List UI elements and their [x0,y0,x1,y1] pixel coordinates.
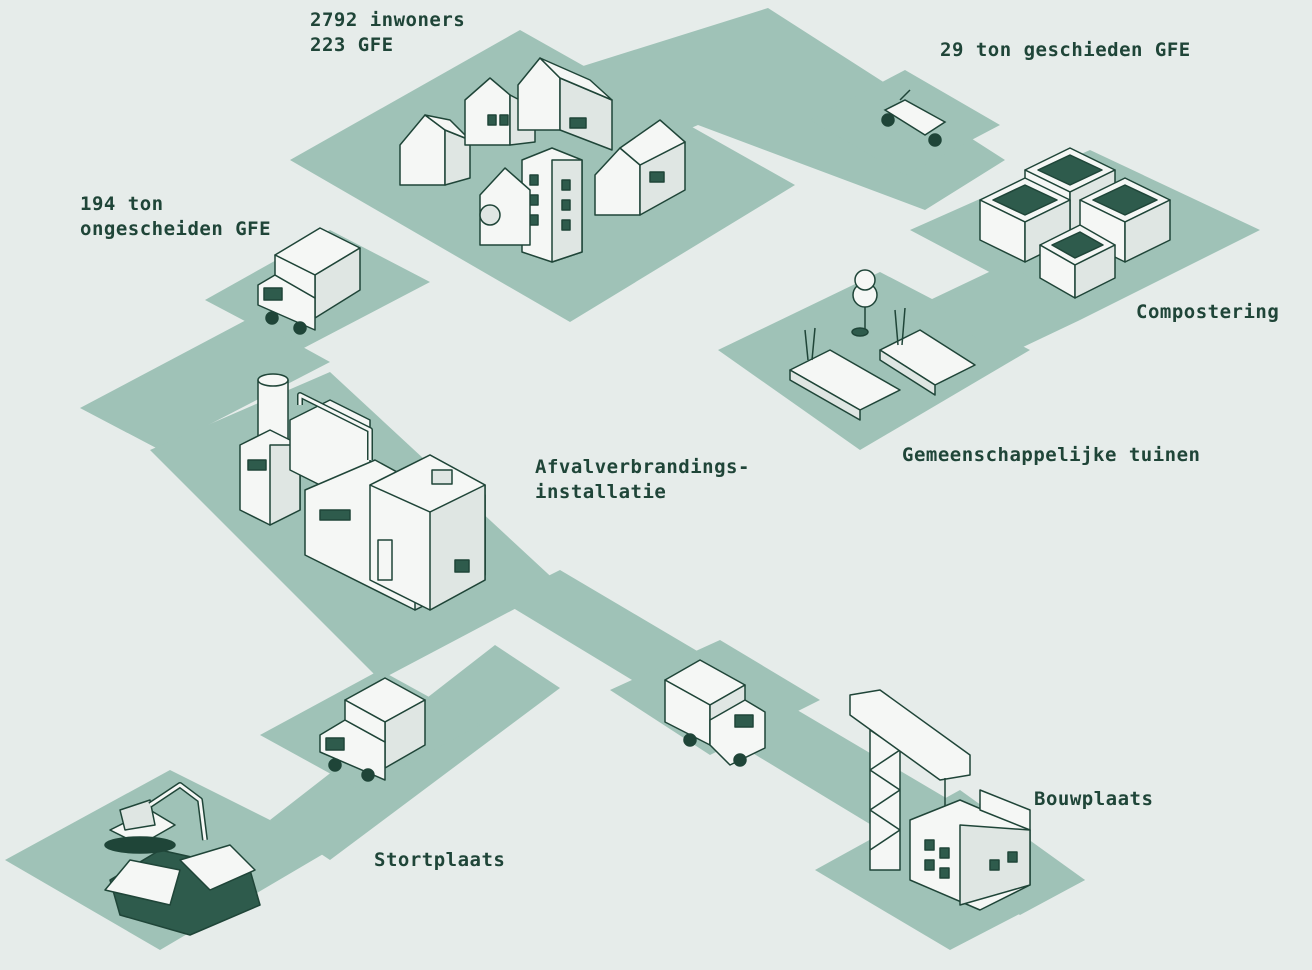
truck-icon [257,227,361,335]
compost-bins-icon [979,147,1171,299]
incinerator-icon [239,373,486,611]
label-afval-line1: Afvalverbrandings- [535,456,750,478]
houses-icon [399,57,686,263]
label-ongescheiden-amount: 194 ton [80,193,164,215]
label-ongescheiden-gfe: ongescheiden GFE [80,218,272,240]
label-stortplaats: Stortplaats [374,849,506,871]
ground-tile-gardens-link [930,262,1080,358]
cargo-bike-icon [881,89,947,147]
truck-lower-right-icon [664,659,766,767]
label-geschieden-gfe: 29 ton geschieden GFE [940,39,1191,61]
label-inwoners: 2792 inwoners [310,9,466,31]
truck-lower-left-icon [319,677,426,782]
excavator-icon [104,782,261,936]
crane-icon [849,689,1031,911]
garden-beds-icon [789,269,976,421]
label-afval-line2: installatie [535,481,667,503]
label-bouwplaats: Bouwplaats [1034,788,1154,810]
ground-tile-left-connector [80,318,330,450]
label-compostering: Compostering [1136,301,1280,323]
label-gfe-total: 223 GFE [310,34,394,56]
label-tuinen: Gemeenschappelijke tuinen [902,444,1201,466]
